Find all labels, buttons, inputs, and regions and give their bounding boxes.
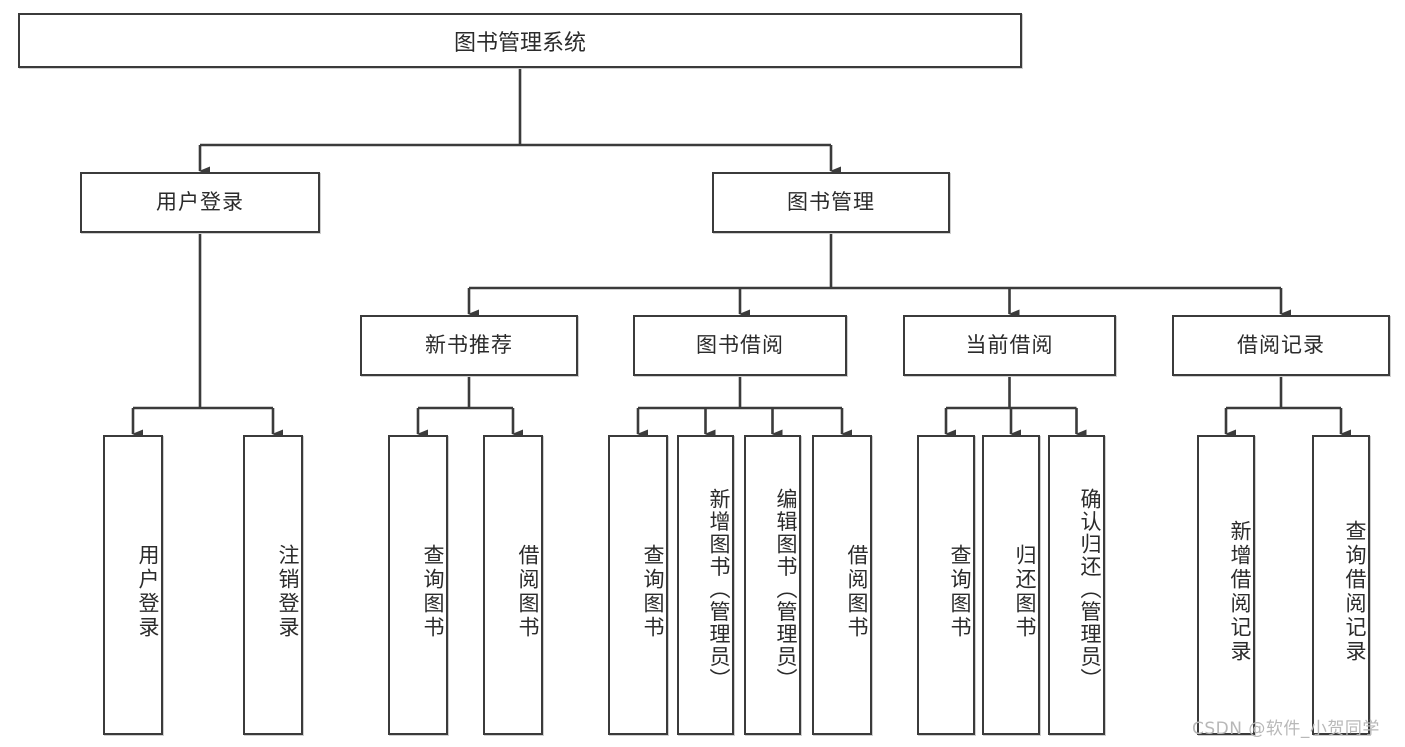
leaf-current-query-book[interactable]: 查询图书 [917,435,975,735]
leaf-user-logout[interactable]: 注销登录 [243,435,303,735]
node-book-borrow[interactable]: 图书借阅 [633,315,847,376]
node-book-management-module[interactable]: 图书管理 [712,172,950,233]
leaf-current-return-book[interactable]: 归还图书 [982,435,1040,735]
leaf-borrow-query-book[interactable]: 查询图书 [608,435,668,735]
csdn-watermark: CSDN @软件_小贺同学 [1192,719,1380,739]
leaf-record-add-borrow-record[interactable]: 新增借阅记录 [1197,435,1255,735]
leaf-user-login[interactable]: 用户登录 [103,435,163,735]
node-user-login-module[interactable]: 用户登录 [80,172,320,233]
node-root[interactable]: 图书管理系统 [18,13,1022,68]
leaf-newbook-query-book[interactable]: 查询图书 [388,435,448,735]
leaf-borrow-edit-book-admin[interactable]: 编辑图书（管理员） [744,435,801,735]
leaf-borrow-borrow-book[interactable]: 借阅图书 [812,435,872,735]
leaf-borrow-add-book-admin[interactable]: 新增图书（管理员） [677,435,734,735]
node-current-borrow[interactable]: 当前借阅 [903,315,1116,376]
node-borrow-record[interactable]: 借阅记录 [1172,315,1390,376]
leaf-newbook-borrow-book[interactable]: 借阅图书 [483,435,543,735]
leaf-record-query-borrow-record[interactable]: 查询借阅记录 [1312,435,1370,735]
leaf-current-confirm-return-admin[interactable]: 确认归还（管理员） [1048,435,1105,735]
node-new-book-recommend[interactable]: 新书推荐 [360,315,578,376]
